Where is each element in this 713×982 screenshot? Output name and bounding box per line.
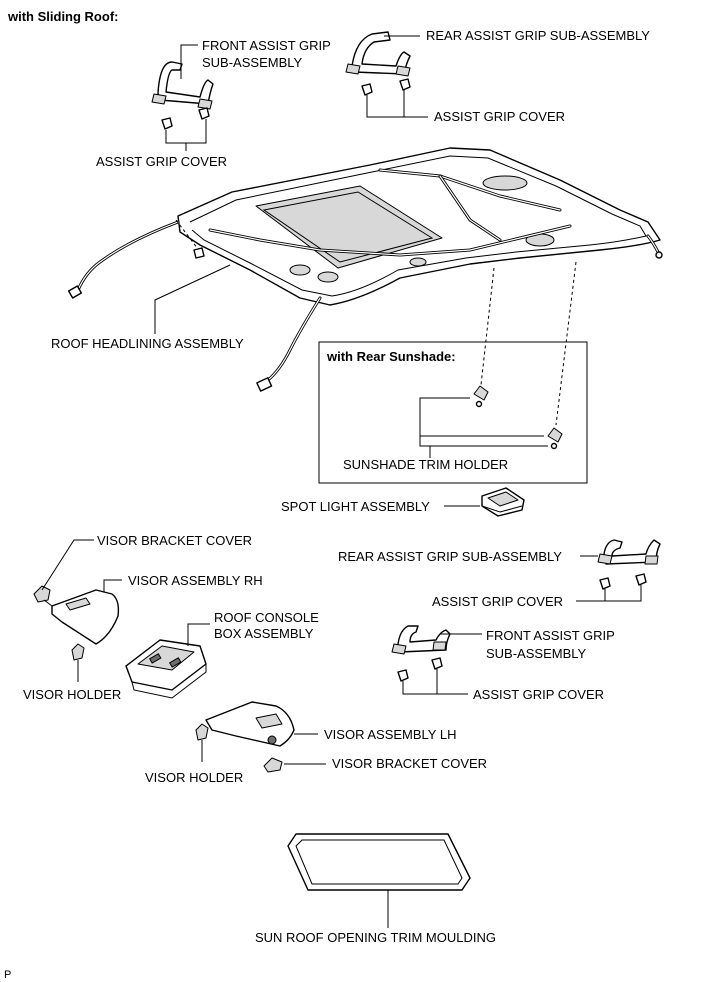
- visor-holder-lower-label: VISOR HOLDER: [145, 770, 243, 785]
- roof-headlining-label: ROOF HEADLINING ASSEMBLY: [51, 336, 244, 351]
- roof-headlining-part: [67, 147, 663, 392]
- roof-console-label-2: BOX ASSEMBLY: [214, 626, 314, 641]
- visor-bracket-cover-lower-label: VISOR BRACKET COVER: [332, 756, 487, 771]
- corner-mark: P: [4, 969, 11, 981]
- rear-sunshade-box: [318, 341, 588, 484]
- assist-grip-cover-top-left-part: [161, 107, 210, 130]
- spot-light-part: [481, 487, 525, 517]
- visor-assembly-rh-part: [43, 589, 120, 645]
- visor-assembly-lh-label: VISOR ASSEMBLY LH: [324, 727, 456, 742]
- assist-grip-cover-top-right-part: [361, 78, 411, 96]
- rear-assist-grip-top-part: [345, 31, 411, 77]
- assist-grip-cover-top-right-label: ASSIST GRIP COVER: [434, 109, 565, 124]
- sunshade-trim-holder-part: [473, 385, 563, 450]
- visor-holder-left-label: VISOR HOLDER: [23, 687, 121, 702]
- visor-assembly-rh-label: VISOR ASSEMBLY RH: [128, 573, 263, 588]
- visor-holder-lower-part: [195, 723, 209, 741]
- assist-grip-cover-top-left-label: ASSIST GRIP COVER: [96, 154, 227, 169]
- rear-assist-grip-mid-label: REAR ASSIST GRIP SUB-ASSEMBLY: [338, 549, 562, 564]
- rear-assist-grip-mid-part: [597, 539, 661, 565]
- front-assist-grip-mid-label-1: FRONT ASSIST GRIP: [486, 628, 615, 643]
- sunshade-trim-holder-label: SUNSHADE TRIM HOLDER: [343, 457, 508, 472]
- front-assist-grip-top-part: [151, 61, 214, 110]
- assist-grip-cover-mid-label: ASSIST GRIP COVER: [432, 594, 563, 609]
- front-assist-grip-mid-part: [391, 625, 451, 655]
- roof-console-label-1: ROOF CONSOLE: [214, 610, 319, 625]
- rear-assist-grip-top-label: REAR ASSIST GRIP SUB-ASSEMBLY: [426, 28, 650, 43]
- spot-light-label: SPOT LIGHT ASSEMBLY: [281, 499, 430, 514]
- sun-roof-trim-moulding-part: [287, 833, 471, 891]
- visor-holder-left-part: [71, 643, 85, 661]
- rear-sunshade-header: with Rear Sunshade:: [326, 349, 456, 364]
- front-assist-grip-top-label-1: FRONT ASSIST GRIP: [202, 38, 331, 53]
- visor-assembly-lh-part: [205, 701, 295, 747]
- assist-grip-cover-low-part: [397, 657, 443, 682]
- visor-bracket-cover-lower-part: [263, 757, 283, 773]
- roof-console-box-part: [125, 639, 207, 699]
- visor-bracket-cover-left-part: [33, 585, 51, 603]
- front-assist-grip-mid-label-2: SUB-ASSEMBLY: [486, 646, 587, 661]
- assist-grip-cover-mid-part: [599, 573, 647, 590]
- sun-roof-trim-label: SUN ROOF OPENING TRIM MOULDING: [255, 930, 496, 945]
- assist-grip-cover-low-label: ASSIST GRIP COVER: [473, 687, 604, 702]
- sliding-roof-header: with Sliding Roof:: [7, 9, 118, 24]
- front-assist-grip-top-label-2: SUB-ASSEMBLY: [202, 55, 303, 70]
- visor-bracket-cover-left-label: VISOR BRACKET COVER: [97, 533, 252, 548]
